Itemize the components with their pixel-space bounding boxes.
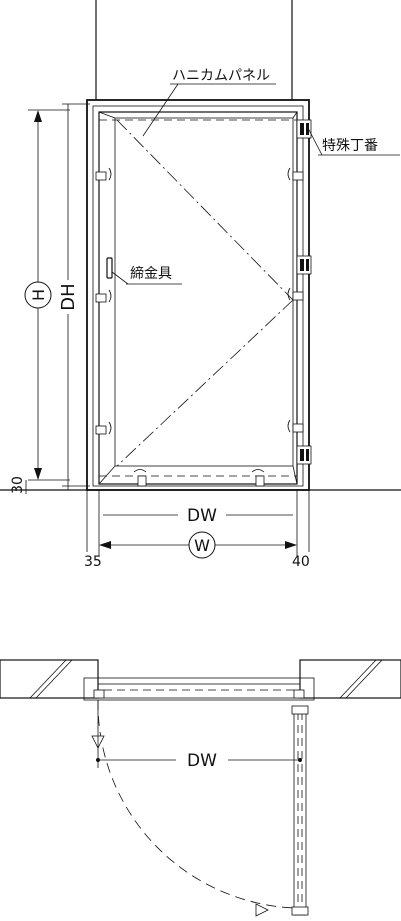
plan-wall-right: [299, 659, 401, 699]
panel-corner-br: [292, 465, 298, 485]
dim-dh: DH: [58, 103, 90, 490]
dim-left-offset-label: 35: [84, 554, 102, 570]
dim-dh-label: DH: [58, 283, 79, 310]
door-leaf: [98, 111, 298, 485]
clip-left-1: [95, 167, 112, 181]
clip-bottom-left: [133, 469, 147, 487]
swing-line-upper: [116, 119, 294, 301]
plan-dim-dw: DW: [96, 700, 302, 771]
hinge-bottom: [296, 445, 312, 465]
plan-open-leaf: [291, 705, 309, 916]
panel-corner-tl: [98, 111, 116, 119]
elevation-view: ハニカムパネル 特殊丁番 締金具 H DH: [0, 0, 401, 570]
swing-arrow-bottom: [255, 903, 269, 917]
plan-dim-dw-label: DW: [187, 751, 217, 771]
outer-frame: [86, 99, 310, 491]
plan-view: DW: [0, 659, 401, 917]
clip-left-3: [95, 421, 112, 435]
dim-h: H: [24, 109, 70, 481]
plan-frame: [83, 677, 315, 701]
dim-floor-offset-label: 30: [10, 476, 26, 494]
dim-right-offset-label: 40: [292, 554, 310, 570]
plan-frame-inner: [97, 683, 301, 699]
clip-bottom-right: [251, 469, 265, 487]
label-latch: 締金具: [130, 265, 172, 282]
clip-right-1: [287, 167, 304, 181]
dim-w: W: [86, 490, 310, 559]
clip-right-2: [287, 287, 304, 301]
dim-dw-label: DW: [187, 506, 217, 526]
clip-left-2: [95, 289, 112, 303]
swing-arc: [97, 699, 297, 909]
panel-corner-tr: [292, 111, 298, 119]
swing-line-lower: [116, 299, 294, 467]
dim-w-label: W: [194, 536, 210, 555]
hinge-middle: [296, 255, 312, 275]
hinge-top: [296, 119, 312, 139]
label-panel: ハニカムパネル: [172, 68, 270, 84]
leader-latch: [111, 271, 129, 285]
panel-outline: [114, 117, 294, 467]
frame-inner-edge: [92, 105, 304, 487]
dim-floor-offset: 30: [10, 476, 36, 494]
clip-right-3: [287, 419, 304, 433]
panel-corner-bl: [98, 465, 116, 485]
label-hinge: 特殊丁番: [322, 138, 378, 154]
leader-hinge: [307, 127, 323, 156]
leader-panel: [142, 83, 179, 137]
plan-wall-left: [0, 659, 99, 699]
dim-h-label: H: [29, 289, 48, 301]
latch-slot: [106, 257, 113, 279]
